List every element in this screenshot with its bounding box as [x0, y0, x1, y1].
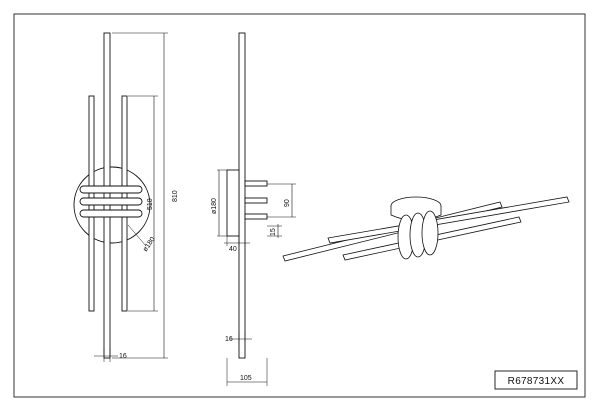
side-dim-90: 90: [284, 199, 291, 207]
side-view: [217, 32, 296, 386]
front-dim-810: 810: [172, 190, 179, 202]
front-diameter-leader: [127, 224, 147, 247]
front-dim-180: ø180: [142, 236, 157, 253]
perspective-bar-upper: [327, 196, 570, 244]
side-dim-105: 105: [240, 375, 252, 382]
side-arm-3: [244, 213, 268, 220]
side-long-bar: [238, 32, 246, 359]
perspective-view: [282, 196, 570, 262]
front-view: [73, 32, 168, 362]
front-loop-2: [79, 197, 143, 206]
front-loop-1: [79, 185, 143, 194]
product-code: R678731XX: [508, 376, 565, 387]
front-canopy-circle: [73, 166, 151, 244]
front-long-bar: [103, 32, 111, 359]
side-canopy: [226, 169, 240, 237]
side-dim-16: 16: [225, 336, 233, 343]
front-loop-3: [79, 209, 143, 218]
title-block-box: [494, 370, 578, 390]
side-dim-180: ø180: [211, 198, 218, 214]
side-arm-1: [244, 180, 268, 187]
sheet-frame: [13, 13, 586, 398]
side-dim-40: 40: [229, 246, 237, 253]
side-dim-15: 15: [270, 228, 277, 236]
side-arm-2: [244, 197, 268, 204]
front-dim-16: 16: [119, 353, 127, 360]
perspective-loop-3: [421, 210, 439, 256]
front-dim-510: 510: [147, 198, 154, 210]
